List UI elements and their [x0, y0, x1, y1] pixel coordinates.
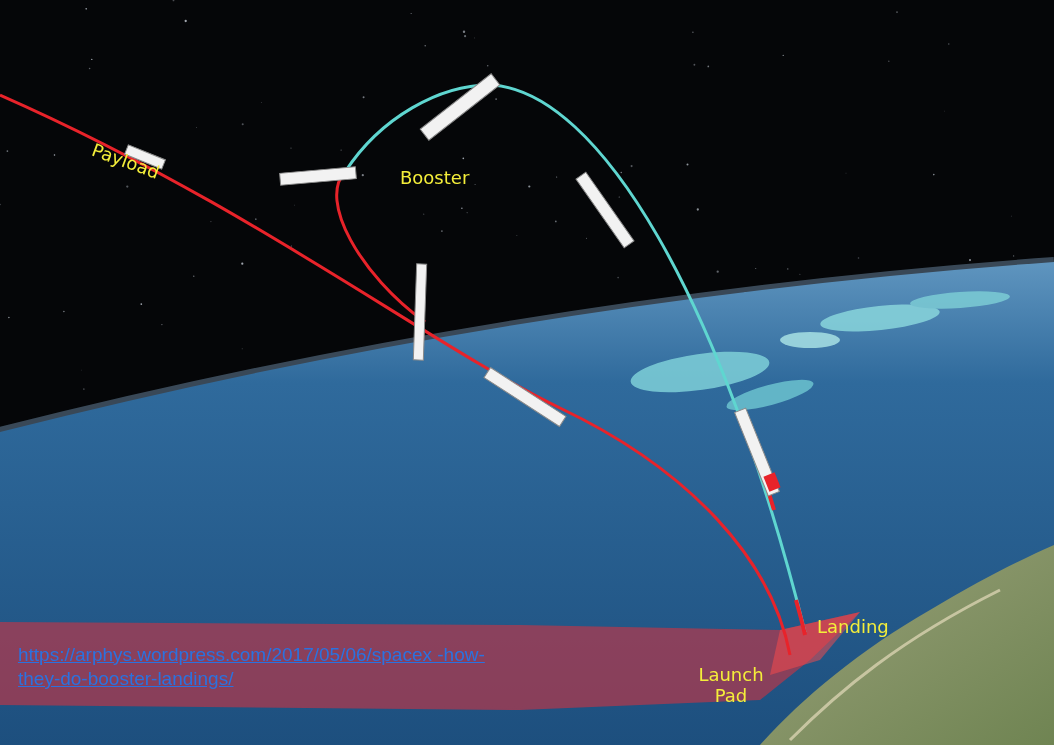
source-url: https://arphys.wordpress.com/2017/05/06/… — [18, 643, 498, 691]
boostback-burn — [337, 172, 425, 322]
bahamas-shallows — [628, 289, 1010, 417]
payload-trajectory — [0, 95, 790, 655]
barrier-island — [790, 590, 1000, 740]
engine-flame — [763, 472, 780, 491]
ground-track-band — [0, 612, 860, 710]
rocket-icons — [125, 74, 780, 496]
florida-coast — [760, 545, 1054, 745]
launch-pad-label: Launch Pad — [696, 665, 766, 706]
landing-burn — [796, 600, 805, 635]
landing-label: Landing — [817, 617, 889, 638]
payload-label: Payload — [89, 140, 162, 183]
ocean — [0, 262, 1054, 745]
booster-trajectory — [345, 85, 805, 632]
booster-label: Booster — [400, 168, 469, 189]
